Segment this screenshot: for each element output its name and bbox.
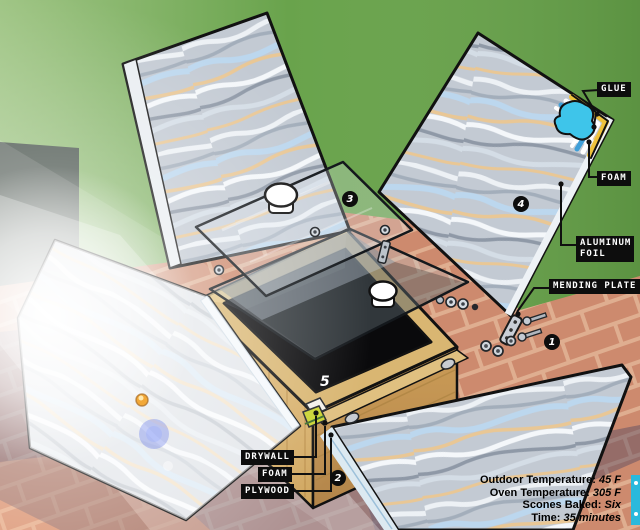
lid-mending-plate xyxy=(377,240,391,264)
accent-bar xyxy=(631,475,640,525)
leader-lines xyxy=(290,89,600,492)
sun-glare xyxy=(0,0,372,530)
glue-blob xyxy=(553,100,596,141)
step-badge-2: 2 xyxy=(330,470,346,486)
label-mending-plate: MENDING PLATE xyxy=(549,279,640,294)
bolt xyxy=(517,328,543,342)
inner-glass-knob xyxy=(368,280,398,308)
step-marker-5: 5 xyxy=(320,374,330,390)
stat-oven-temperature: Oven Temperature: 305 F xyxy=(489,486,621,499)
lens-flare xyxy=(135,393,173,471)
label-glue: GLUE xyxy=(597,82,631,97)
label-plywood: PLYWOOD xyxy=(241,484,294,499)
accent-dot xyxy=(633,512,638,516)
right-reflector-panel xyxy=(377,31,615,318)
stat-scones-baked: Scones Baked: Six xyxy=(522,499,621,511)
label-drywall: DRYWALL xyxy=(241,450,294,465)
step-badge-1: 1 xyxy=(544,334,560,350)
bolt xyxy=(522,312,548,326)
step-badge-3: 3 xyxy=(342,191,358,207)
mending-plate-hardware xyxy=(480,312,548,357)
accent-dot xyxy=(633,481,638,485)
leader-dots xyxy=(313,111,600,438)
washers xyxy=(480,335,517,357)
label-foam-side: FOAM xyxy=(258,467,292,482)
step-badge-4: 4 xyxy=(513,196,529,212)
label-aluminum-foil: ALUMINUM FOIL xyxy=(576,236,634,262)
stat-outdoor-temperature: Outdoor Temperature: 45 F xyxy=(480,474,621,486)
stat-time: Time: 35 minutes xyxy=(531,511,621,524)
label-foam-top: FOAM xyxy=(597,171,631,186)
stats-block: Outdoor Temperature: 45 F Oven Temperatu… xyxy=(480,474,621,524)
